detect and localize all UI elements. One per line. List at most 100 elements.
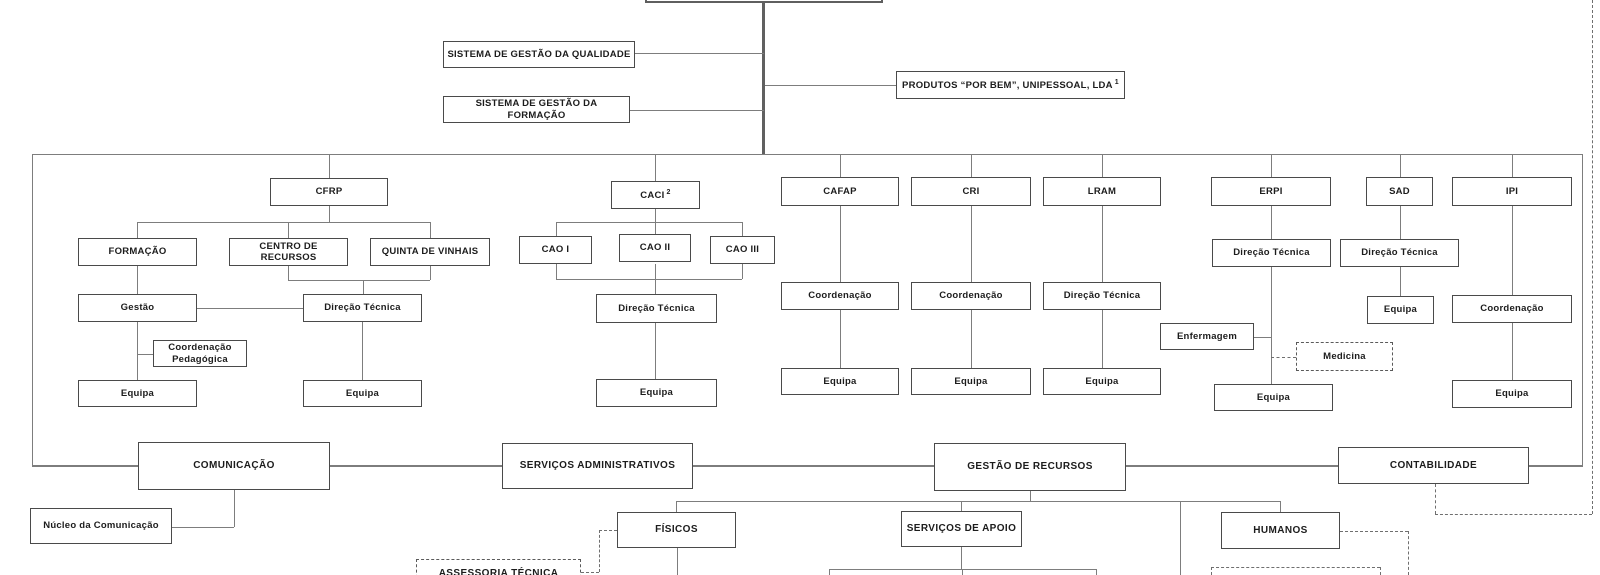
connector-line — [329, 206, 330, 222]
connector-line — [1592, 0, 1593, 514]
connector-line — [1102, 206, 1103, 282]
box-cao-iii: CAO III — [710, 236, 775, 264]
connector-line — [288, 280, 430, 281]
box-lram-direcao-tecnica: Direção Técnica — [1043, 282, 1161, 310]
box-enfermagem: Enfermagem — [1160, 323, 1254, 350]
connector-line — [676, 501, 677, 512]
sad-direcao-tecnica-label: Direção Técnica — [1361, 247, 1438, 259]
connector-line — [655, 323, 656, 379]
connector-line — [1512, 206, 1513, 295]
cafap-coordenacao-label: Coordenação — [808, 290, 872, 302]
enfermagem-label: Enfermagem — [1176, 330, 1238, 342]
box-formacao: FORMAÇÃO — [78, 238, 197, 266]
caci-footnote: 2 — [666, 188, 671, 196]
cao-ii-label: CAO II — [639, 242, 671, 254]
connector-line — [1254, 337, 1271, 338]
connector-line — [430, 222, 431, 238]
connector-line — [677, 548, 678, 575]
connector-line — [556, 279, 742, 280]
cfrp-direcao-tecnica-label: Direção Técnica — [324, 302, 401, 314]
box-cafap-coordenacao: Coordenação — [781, 282, 899, 310]
sad-equipa-label: Equipa — [1383, 304, 1418, 316]
box-medicina: Medicina — [1296, 342, 1393, 371]
connector-line — [1180, 501, 1181, 575]
connector-line — [655, 222, 656, 236]
cri-coordenacao-label: Coordenação — [939, 290, 1003, 302]
box-cao-ii: CAO II — [619, 234, 691, 262]
box-sad-direcao-tecnica: Direção Técnica — [1340, 239, 1459, 267]
connector-line — [1271, 357, 1296, 358]
ipi-equipa-label: Equipa — [1495, 388, 1529, 400]
servicos-de-apoio-label: SERVIÇOS DE APOIO — [906, 523, 1017, 534]
connector-line — [137, 266, 138, 294]
box-humanos: HUMANOS — [1221, 512, 1340, 549]
connector-line — [655, 264, 656, 294]
connector-line — [137, 222, 138, 238]
caci-direcao-tecnica-label: Direção Técnica — [618, 302, 695, 314]
connector-line — [234, 490, 235, 527]
units-container-frame — [32, 154, 1583, 466]
box-coordenacao-pedagogica: Coordenação Pedagógica — [153, 340, 247, 367]
connector-line — [962, 569, 963, 575]
connector-line — [1102, 154, 1103, 177]
connector-line — [1400, 154, 1401, 177]
assessoria-tecnica-label: ASSESSORIA TÉCNICA — [438, 568, 559, 575]
formacao-label: FORMAÇÃO — [108, 246, 167, 258]
box-centro-de-recursos: CENTRO DE RECURSOS — [229, 238, 348, 266]
connector-line — [635, 53, 764, 54]
box-training-system: SISTEMA DE GESTÃO DA FORMAÇÃO — [443, 96, 630, 123]
box-cafap-equipa: Equipa — [781, 368, 899, 395]
connector-line — [329, 154, 330, 178]
contabilidade-label: CONTABILIDADE — [1389, 459, 1478, 471]
cfrp-equipa-gestao-label: Equipa — [120, 387, 155, 399]
connector-line — [197, 308, 303, 309]
box-cfrp: CFRP — [270, 178, 388, 206]
cfrp-equipa-direcao-label: Equipa — [345, 387, 380, 399]
caci-equipa-label: Equipa — [639, 387, 674, 399]
connector-line — [556, 264, 557, 279]
box-ipi-equipa: Equipa — [1452, 380, 1572, 408]
erpi-direcao-tecnica-label: Direção Técnica — [1233, 247, 1310, 259]
connector-line — [288, 222, 289, 238]
connector-line — [961, 501, 962, 511]
box-erpi-direcao-tecnica: Direção Técnica — [1212, 239, 1331, 267]
connector-line — [971, 206, 972, 282]
connector-line — [971, 154, 972, 177]
box-cao-i: CAO I — [519, 236, 592, 264]
connector-line — [137, 354, 153, 355]
box-quality-system: SISTEMA DE GESTÃO DA QUALIDADE — [443, 41, 635, 68]
lram-direcao-tecnica-label: Direção Técnica — [1063, 290, 1141, 302]
cao-iii-label: CAO III — [725, 244, 760, 256]
connector-line — [765, 85, 896, 86]
connector-line — [137, 222, 430, 223]
connector-line — [1400, 206, 1401, 239]
gestao-label: Gestão — [120, 302, 155, 314]
connector-line — [1211, 567, 1212, 575]
connector-line — [556, 222, 742, 223]
box-servicos-de-apoio: SERVIÇOS DE APOIO — [901, 511, 1022, 547]
box-cri-equipa: Equipa — [911, 368, 1031, 395]
cafap-equipa-label: Equipa — [823, 375, 857, 387]
connector-line — [599, 530, 617, 531]
connector-line — [742, 222, 743, 236]
cri-label: CRI — [962, 185, 980, 197]
medicina-label: Medicina — [1323, 350, 1366, 362]
connector-line — [840, 310, 841, 368]
connector-line — [1271, 267, 1272, 384]
box-comunicacao: COMUNICAÇÃO — [138, 442, 330, 490]
quinta-de-vinhais-label: QUINTA DE VINHAIS — [381, 246, 479, 258]
connector-line — [1211, 567, 1380, 568]
connector-line — [655, 154, 656, 181]
box-sad: SAD — [1366, 177, 1433, 206]
connector-line — [971, 310, 972, 368]
box-cfrp-equipa-gestao: Equipa — [78, 380, 197, 407]
box-fisicos: FÍSICOS — [617, 512, 736, 548]
connector-line — [840, 206, 841, 282]
training-system-label: SISTEMA DE GESTÃO DA FORMAÇÃO — [475, 98, 598, 121]
connector-line — [1435, 484, 1436, 514]
box-contabilidade: CONTABILIDADE — [1338, 447, 1529, 484]
